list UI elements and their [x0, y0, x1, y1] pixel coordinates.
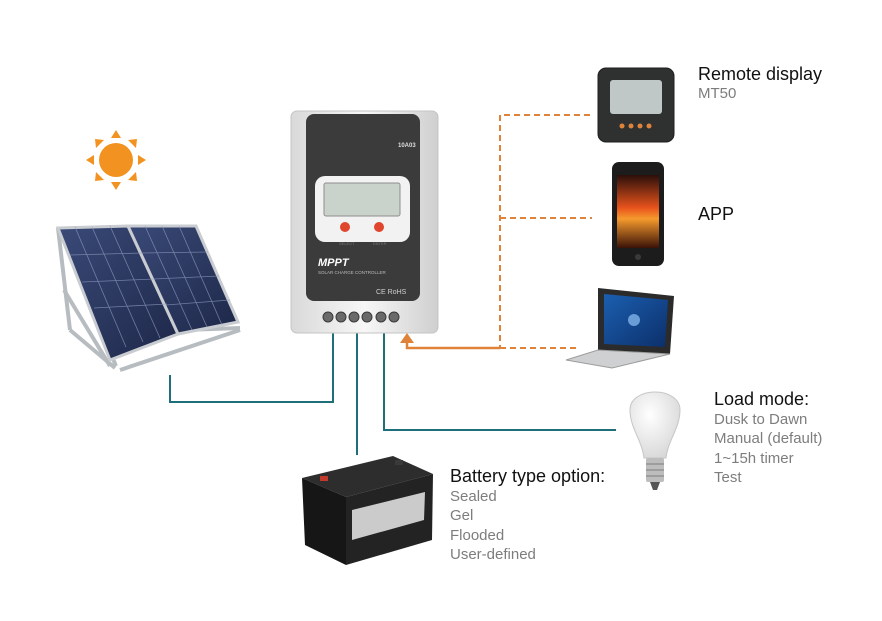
- battery-label-plate: [352, 492, 425, 540]
- battery-type-option: Sealed: [450, 487, 497, 505]
- load-mode-option: Test: [714, 469, 742, 487]
- remote-display-lcd: [610, 80, 662, 114]
- solar-panel-illustration: [55, 224, 241, 372]
- battery-label-group: Battery type option: Sealed Gel Flooded …: [450, 466, 605, 565]
- controller-cert-mark: CE RoHS: [376, 289, 407, 296]
- controller-brand: MPPT: [318, 257, 350, 269]
- load-mode-option: Manual (default): [714, 430, 823, 448]
- load-mode-label-group: Load mode: Dusk to Dawn Manual (default)…: [714, 389, 822, 488]
- remote-display-device: [597, 67, 675, 143]
- battery-type-option: User-defined: [450, 546, 536, 564]
- smartphone-screen: [617, 175, 659, 248]
- sun-icon: [86, 130, 146, 190]
- comm-arrow-head: [400, 333, 414, 343]
- led-bulb-device: [629, 391, 681, 490]
- charge-controller: 10A03 SELECT ENTER MPPT SOLAR CHARGE CON…: [290, 110, 439, 334]
- smartphone-device: [612, 162, 664, 266]
- enter-button[interactable]: [374, 222, 384, 232]
- app-title: APP: [698, 204, 735, 224]
- enter-button-label: ENTER: [373, 241, 387, 246]
- comm-wiring: [499, 114, 592, 349]
- select-button-label: SELECT: [339, 241, 355, 246]
- battery-device: [302, 456, 433, 565]
- controller-lcd: [323, 182, 401, 217]
- laptop-keyboard: [565, 349, 671, 369]
- controller-subtitle: SOLAR CHARGE CONTROLLER: [318, 270, 387, 275]
- battery-terminal-negative: [395, 460, 403, 465]
- laptop-device: [565, 288, 674, 369]
- solar-wiring: [169, 330, 616, 455]
- battery-type-option: Gel: [450, 507, 474, 525]
- pv-cable: [169, 330, 334, 403]
- load-mode-option: 1~15h timer: [714, 449, 794, 467]
- battery-title: Battery type option:: [450, 466, 606, 486]
- battery-terminal-positive: [320, 476, 328, 481]
- select-button[interactable]: [340, 222, 350, 232]
- battery-type-option: Flooded: [450, 526, 505, 544]
- controller-terminals: [322, 311, 400, 323]
- load-cable: [383, 330, 616, 431]
- controller-model-badge: 10A03: [398, 143, 416, 149]
- comm-trunk: [400, 333, 500, 350]
- remote-display-label-group: Remote display MT50: [698, 64, 822, 102]
- load-mode-option: Dusk to Dawn: [714, 410, 808, 428]
- load-mode-title: Load mode:: [714, 389, 810, 409]
- remote-display-link: [499, 114, 590, 348]
- remote-display-model: MT50: [698, 84, 737, 102]
- remote-display-title: Remote display: [698, 64, 823, 84]
